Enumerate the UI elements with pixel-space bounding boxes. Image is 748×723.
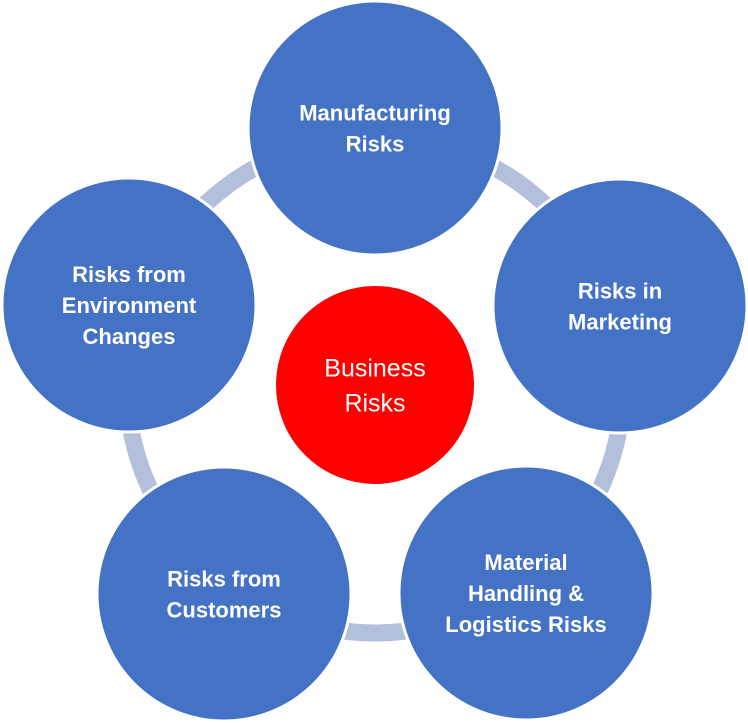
manufacturing-risks-label-line: Manufacturing — [299, 101, 451, 126]
logistics-risks-label-line: Logistics Risks — [445, 612, 606, 637]
logistics-risks-label-line: Handling & — [468, 581, 584, 606]
marketing-risks-label-line: Marketing — [568, 310, 672, 335]
manufacturing-risks-circle — [246, 0, 504, 257]
marketing-risks-circle — [491, 177, 748, 435]
customer-risks-circle — [95, 465, 353, 723]
environment-risks-label-line: Changes — [83, 324, 176, 349]
customer-risks-label-line: Risks from — [167, 567, 281, 592]
customer-risks-label-line: Customers — [167, 598, 282, 623]
environment-risks-label-line: Risks from — [72, 262, 186, 287]
environment-risks-label-line: Environment — [62, 293, 197, 318]
business-risks-circle — [274, 284, 476, 486]
logistics-risks-label-line: Material — [484, 550, 567, 575]
node-marketing-risks: Risks in Marketing — [491, 177, 748, 435]
environment-risks-circle — [0, 176, 258, 434]
logistics-risks-circle — [397, 464, 655, 722]
business-risks-label-line: Business — [324, 355, 425, 383]
manufacturing-risks-label-line: Risks — [346, 132, 405, 157]
marketing-risks-label: Risks in Marketing — [568, 279, 672, 335]
marketing-risks-label-line: Risks in — [578, 279, 662, 304]
business-risks-label-line: Risks — [344, 390, 405, 418]
